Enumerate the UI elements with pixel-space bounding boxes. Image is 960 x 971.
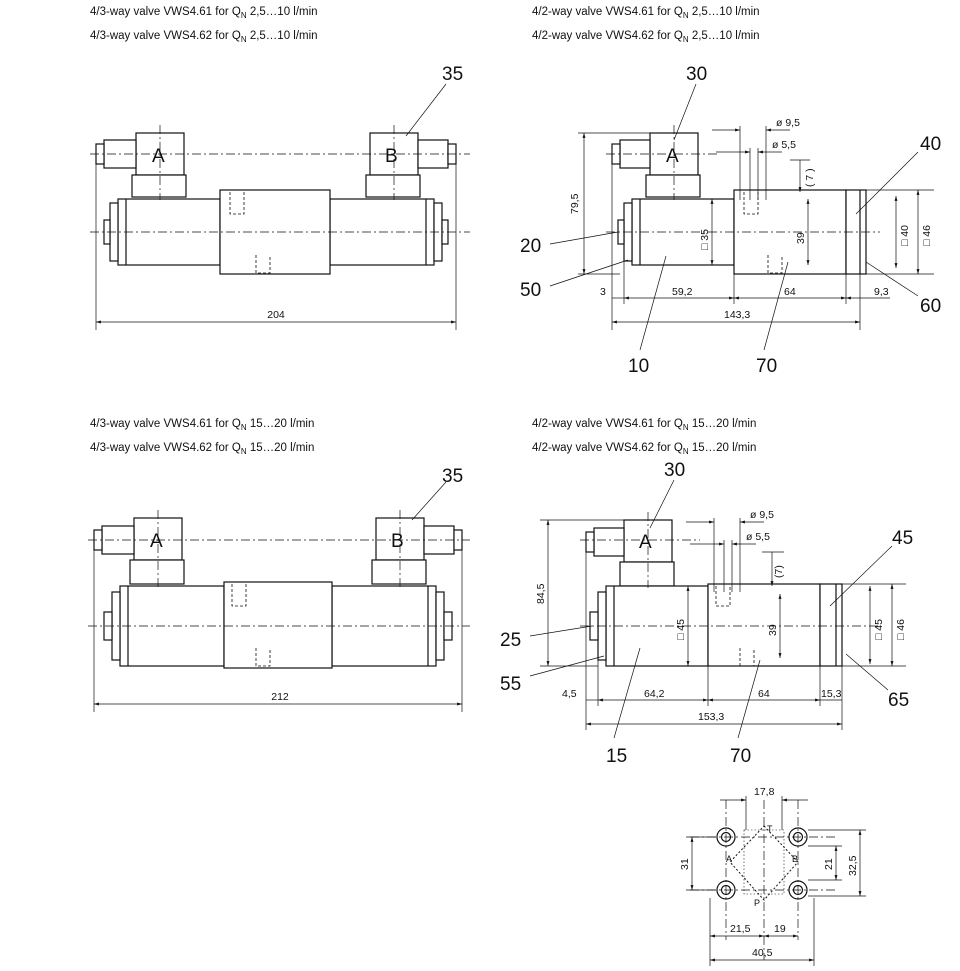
connector-b-letter: B (385, 146, 398, 167)
dim-59-2: 59,2 (672, 286, 693, 298)
port-t: T (767, 824, 773, 834)
callout-45: 45 (892, 528, 913, 549)
dim-21-5: 21,5 (730, 923, 751, 935)
dim-39: 39 (767, 624, 779, 636)
callout-10: 10 (628, 356, 649, 377)
dim-31: 31 (679, 858, 691, 870)
dim-sq-46: □ 46 (895, 619, 907, 640)
caption-top-left: 4/3-way valve VWS4.61 for QN 2,5…10 l/mi… (90, 6, 318, 44)
dim-17-8: 17,8 (754, 786, 775, 798)
solenoid-left (117, 198, 221, 266)
valve-top-right: A ø 9,5 ø 5,5 ( 7 ) (520, 64, 941, 377)
connector-b-letter: B (391, 531, 404, 552)
dim-3: 3 (600, 286, 606, 298)
port-p: P (754, 898, 760, 908)
dim-phi-9-5: ø 9,5 (776, 117, 800, 129)
dim-153-3: 153,3 (698, 711, 724, 723)
caption-bottom-left: 4/3-way valve VWS4.61 for QN 15…20 l/min… (90, 418, 315, 456)
caption-top-right: 4/2-way valve VWS4.61 for QN 2,5…10 l/mi… (532, 6, 760, 44)
dim-sq-35: □ 35 (699, 229, 711, 250)
valve-bottom-left: A B 212 35 (88, 466, 470, 712)
callout-70: 70 (730, 746, 751, 767)
callout-65: 65 (888, 690, 909, 711)
callout-35: 35 (442, 466, 463, 487)
caption-bottom-right: 4/2-way valve VWS4.61 for QN 15…20 l/min… (532, 418, 757, 456)
dim-64-2: 64,2 (644, 688, 665, 700)
dim-7: ( 7 ) (804, 168, 816, 187)
valve-body (707, 583, 821, 667)
callout-30: 30 (664, 460, 685, 481)
dim-4-5: 4,5 (562, 688, 577, 700)
dim-9-3: 9,3 (874, 286, 889, 298)
port-b: B (792, 854, 798, 864)
dim-79-5: 79,5 (569, 193, 581, 214)
port-a: A (726, 854, 732, 864)
dim-19: 19 (774, 923, 786, 935)
dim-sq-46: □ 46 (921, 225, 933, 246)
callout-30: 30 (686, 64, 707, 85)
connector-a-letter: A (639, 532, 652, 553)
dim-phi-5-5: ø 5,5 (772, 139, 796, 151)
dim-204: 204 (267, 309, 285, 321)
valve-bottom-right: A ø 9,5 ø 5,5 (7) (500, 460, 913, 767)
dim-7: (7) (773, 565, 785, 578)
callout-35: 35 (442, 64, 463, 85)
mounting-hole-pattern: A B T P 17,8 31 21 32,5 21 (679, 786, 866, 966)
dim-15-3: 15,3 (821, 688, 842, 700)
dim-143-3: 143,3 (724, 309, 750, 321)
dim-phi-5-5: ø 5,5 (746, 531, 770, 543)
dim-sq-45: □ 45 (675, 619, 687, 640)
valve-top-left: A B 204 (90, 64, 470, 330)
connector-a-letter: A (150, 531, 163, 552)
callout-40: 40 (920, 134, 941, 155)
connector-a-letter: A (152, 146, 165, 167)
end-plate (819, 583, 843, 667)
callout-70: 70 (756, 356, 777, 377)
callout-55: 55 (500, 674, 521, 695)
dim-32-5: 32,5 (847, 855, 859, 876)
dim-phi-9-5: ø 9,5 (750, 509, 774, 521)
connector-a-letter: A (666, 146, 679, 167)
callout-25: 25 (500, 630, 521, 651)
dim-64: 64 (758, 688, 770, 700)
callout-60: 60 (920, 296, 941, 317)
dim-40-5: 40,5 (752, 947, 773, 959)
dim-84-5: 84,5 (535, 583, 547, 604)
callout-15: 15 (606, 746, 627, 767)
valve-body (223, 581, 333, 669)
callout-50: 50 (520, 280, 541, 301)
dim-21: 21 (823, 858, 835, 870)
dim-212: 212 (271, 691, 289, 703)
dim-64: 64 (784, 286, 796, 298)
dim-sq-45-right: □ 45 (873, 619, 885, 640)
callout-20: 20 (520, 236, 541, 257)
dim-sq-40: □ 40 (899, 225, 911, 246)
dim-39: 39 (795, 232, 807, 244)
